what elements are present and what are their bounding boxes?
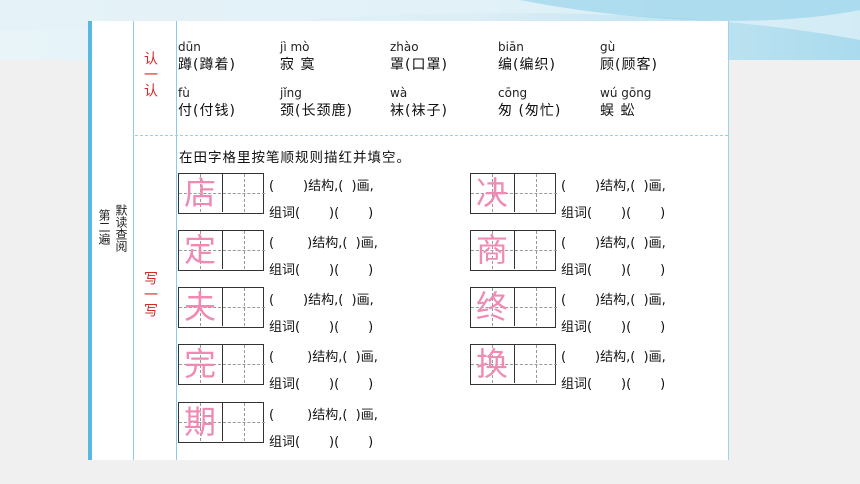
tianzige-grid[interactable]: 夫 (178, 287, 265, 328)
section-label-divider (176, 21, 177, 460)
trace-char: 完 (183, 345, 216, 383)
sidebar-title: 默读查阅 (114, 204, 128, 252)
trace-char: 夫 (183, 288, 216, 326)
fill-blank-structure[interactable]: ( )结构,( )画, (269, 350, 378, 365)
fill-blank-words[interactable]: 组词( )( ) (269, 377, 374, 392)
tianzige-grid[interactable]: 决 (470, 173, 557, 214)
fill-blank-words[interactable]: 组词( )( ) (269, 263, 374, 278)
tianzige-grid[interactable]: 终 (470, 287, 557, 328)
fill-blank-words[interactable]: 组词( )( ) (561, 263, 666, 278)
fill-blank-structure[interactable]: ( )结构,( )画, (561, 179, 666, 194)
trace-char: 决 (475, 174, 508, 212)
trace-char: 定 (183, 231, 216, 269)
tianzige-grid[interactable]: 期 (178, 402, 265, 443)
fill-blank-structure[interactable]: ( )结构,( )画, (561, 293, 666, 308)
fill-blank-words[interactable]: 组词( )( ) (561, 320, 666, 335)
trace-char: 商 (475, 231, 508, 269)
trace-char: 终 (475, 288, 508, 326)
tianzige-grid[interactable]: 定 (178, 230, 265, 271)
tianzige-grid[interactable]: 完 (178, 344, 265, 385)
trace-char: 期 (183, 403, 216, 441)
tianzige-grid[interactable]: 店 (178, 173, 265, 214)
fill-blank-structure[interactable]: ( )结构,( )画, (269, 179, 374, 194)
section-label-write: 写一写 (142, 271, 158, 319)
fill-blank-words[interactable]: 组词( )( ) (269, 206, 374, 221)
fill-blank-words[interactable]: 组词( )( ) (269, 320, 374, 335)
fill-blank-words[interactable]: 组词( )( ) (269, 435, 374, 450)
section-divider (135, 135, 728, 136)
tianzige-grid[interactable]: 换 (470, 344, 557, 385)
fill-blank-words[interactable]: 组词( )( ) (561, 206, 666, 221)
tianzige-grid[interactable]: 商 (470, 230, 557, 271)
fill-blank-words[interactable]: 组词( )( ) (561, 377, 666, 392)
trace-char: 店 (183, 174, 216, 212)
fill-blank-structure[interactable]: ( )结构,( )画, (269, 236, 378, 251)
trace-char: 换 (475, 345, 508, 383)
sidebar-divider (133, 21, 134, 460)
fill-blank-structure[interactable]: ( )结构,( )画, (561, 350, 666, 365)
fill-blank-structure[interactable]: ( )结构,( )画, (269, 293, 374, 308)
fill-blank-structure[interactable]: ( )结构,( )画, (561, 236, 666, 251)
fill-blank-structure[interactable]: ( )结构,( )画, (269, 408, 378, 423)
section-label-recognize: 认一认 (142, 51, 158, 99)
unit-label: 第二遍 (97, 209, 111, 245)
instruction: 在田字格里按笔顺规则描红并填空。 (179, 150, 411, 166)
